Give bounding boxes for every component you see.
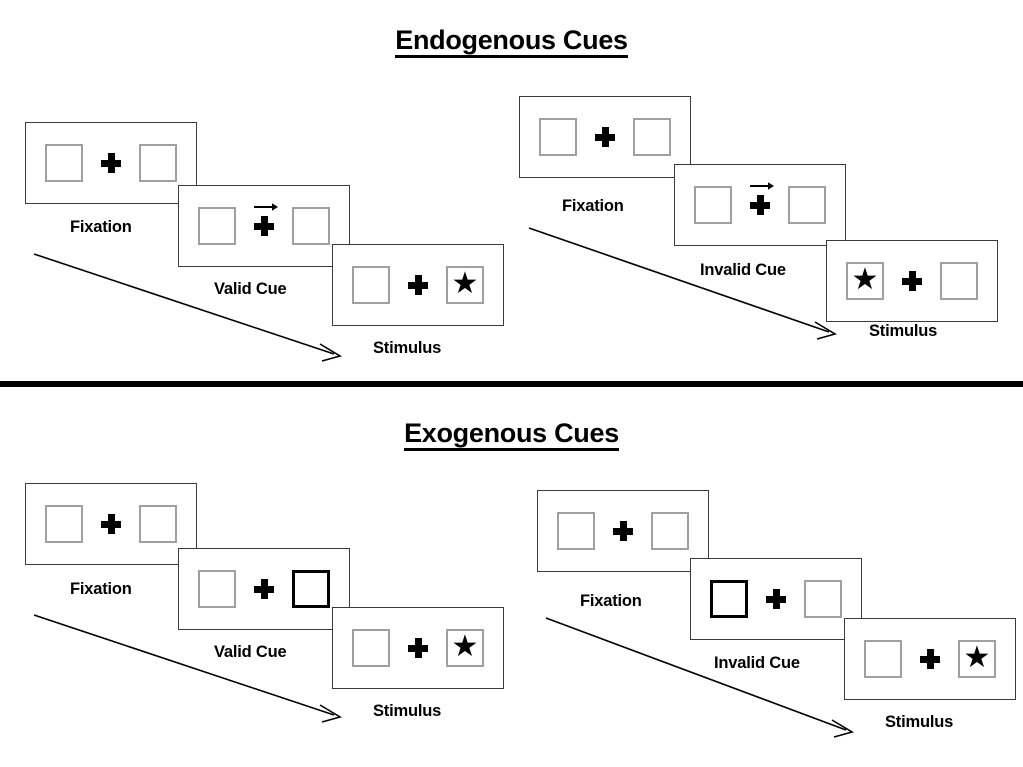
fixation-cross-icon (254, 216, 274, 236)
frame-exogenous-invalid-fixation (537, 490, 709, 572)
placeholder-box-right: ★ (958, 640, 996, 678)
stage-label-endogenous-valid-cue: Valid Cue (214, 280, 287, 298)
star-icon: ★ (451, 630, 479, 663)
fixation-cross-icon (920, 649, 940, 669)
placeholder-box-left (694, 186, 732, 224)
stage-label-endogenous-invalid-stimulus: Stimulus (869, 322, 938, 340)
placeholder-box-left (539, 118, 577, 156)
placeholder-box-left (45, 144, 83, 182)
frame-content: ★ (352, 629, 484, 667)
cue-area (254, 203, 278, 236)
frame-endogenous-valid-stimulus: ★ (332, 244, 504, 326)
stage-label-exogenous-valid-fixation: Fixation (70, 580, 132, 598)
placeholder-box-right (940, 262, 978, 300)
placeholder-box-left (557, 512, 595, 550)
section-title-exogenous-text: Exogenous Cues (404, 419, 619, 452)
frame-content (539, 118, 671, 156)
placeholder-box-right: ★ (446, 266, 484, 304)
frame-exogenous-valid-stimulus: ★ (332, 607, 504, 689)
placeholder-box-right (292, 207, 330, 245)
frame-content: ★ (864, 640, 996, 678)
star-icon: ★ (851, 263, 879, 296)
placeholder-box-right (804, 580, 842, 618)
section-title-exogenous: Exogenous Cues (0, 418, 1023, 452)
frame-content (45, 505, 177, 543)
cue-area (750, 182, 774, 215)
fixation-cross-icon (750, 195, 770, 215)
stage-label-exogenous-invalid-cue: Invalid Cue (714, 654, 800, 672)
placeholder-box-left (45, 505, 83, 543)
frame-content: ★ (352, 266, 484, 304)
fixation-cross-icon (766, 589, 786, 609)
fixation-cross-icon (408, 638, 428, 658)
fixation-cross-icon (101, 514, 121, 534)
frame-content (710, 580, 842, 618)
placeholder-box-right (633, 118, 671, 156)
frame-endogenous-invalid-stimulus: ★ (826, 240, 998, 322)
frame-content (198, 203, 330, 245)
placeholder-box-right-cued (292, 570, 330, 608)
section-divider (0, 381, 1023, 387)
fixation-cross-icon (613, 521, 633, 541)
frame-endogenous-invalid-cue (674, 164, 846, 246)
arrow-right-icon (254, 203, 278, 211)
arrow-right-icon (750, 182, 774, 190)
stage-label-exogenous-valid-stimulus: Stimulus (373, 702, 442, 720)
frame-exogenous-invalid-cue (690, 558, 862, 640)
frame-exogenous-valid-cue (178, 548, 350, 630)
placeholder-box-right (788, 186, 826, 224)
frame-exogenous-valid-fixation (25, 483, 197, 565)
fixation-cross-icon (101, 153, 121, 173)
frame-exogenous-invalid-stimulus: ★ (844, 618, 1016, 700)
fixation-cross-icon (408, 275, 428, 295)
placeholder-box-left-cued (710, 580, 748, 618)
frame-endogenous-invalid-fixation (519, 96, 691, 178)
stage-label-endogenous-valid-fixation: Fixation (70, 218, 132, 236)
stage-label-endogenous-valid-stimulus: Stimulus (373, 339, 442, 357)
placeholder-box-left (352, 266, 390, 304)
frame-content: ★ (846, 262, 978, 300)
fixation-cross-icon (595, 127, 615, 147)
section-title-endogenous: Endogenous Cues (0, 25, 1023, 59)
star-icon: ★ (963, 641, 991, 674)
stage-label-endogenous-invalid-cue: Invalid Cue (700, 261, 786, 279)
frame-content (45, 144, 177, 182)
stage-label-exogenous-valid-cue: Valid Cue (214, 643, 287, 661)
frame-endogenous-valid-fixation (25, 122, 197, 204)
placeholder-box-left (198, 570, 236, 608)
placeholder-box-right (139, 505, 177, 543)
frame-endogenous-valid-cue (178, 185, 350, 267)
fixation-cross-icon (254, 579, 274, 599)
fixation-cross-icon (902, 271, 922, 291)
placeholder-box-left (198, 207, 236, 245)
placeholder-box-left: ★ (846, 262, 884, 300)
stage-label-exogenous-invalid-stimulus: Stimulus (885, 713, 954, 731)
placeholder-box-left (864, 640, 902, 678)
section-title-endogenous-text: Endogenous Cues (395, 26, 628, 59)
frame-content (557, 512, 689, 550)
star-icon: ★ (451, 267, 479, 300)
stage-label-endogenous-invalid-fixation: Fixation (562, 197, 624, 215)
placeholder-box-right (651, 512, 689, 550)
placeholder-box-right: ★ (446, 629, 484, 667)
placeholder-box-left (352, 629, 390, 667)
placeholder-box-right (139, 144, 177, 182)
stage-label-exogenous-invalid-fixation: Fixation (580, 592, 642, 610)
frame-content (694, 182, 826, 224)
frame-content (198, 570, 330, 608)
